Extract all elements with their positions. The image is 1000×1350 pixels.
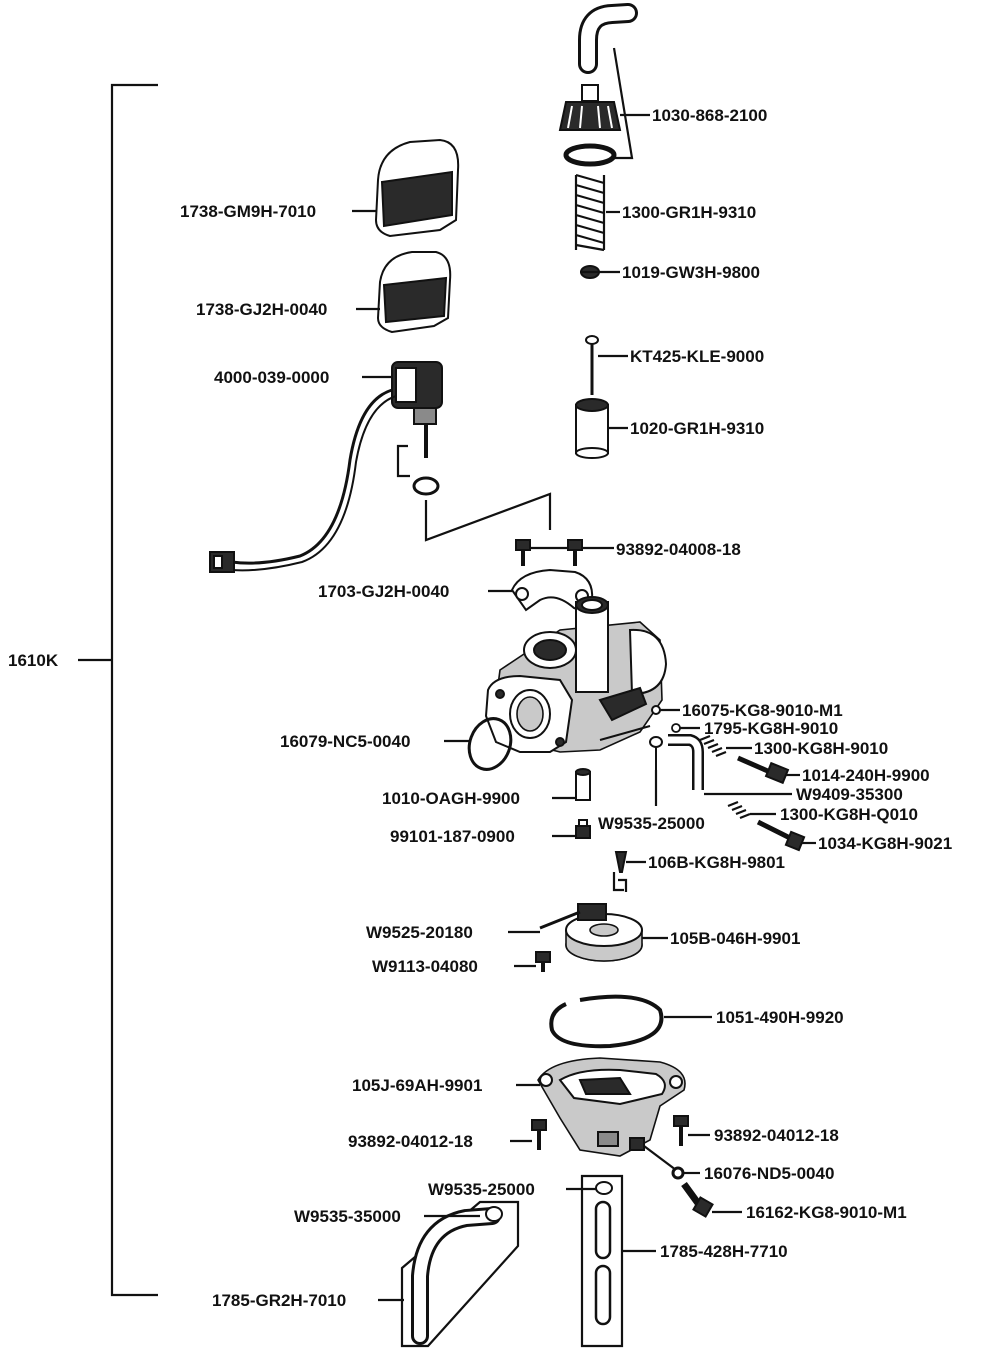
label-106B-KG8H-9801: 106B-KG8H-9801 — [648, 853, 785, 872]
label-1785-428H-7710: 1785-428H-7710 — [660, 1242, 788, 1261]
label-1019-GW3H-9800: 1019-GW3H-9800 — [622, 263, 760, 282]
throttle-spring — [574, 173, 606, 252]
label-1010-OAGH-9900: 1010-OAGH-9900 — [382, 789, 520, 808]
float-pin — [539, 910, 581, 930]
jet-needle — [585, 335, 599, 395]
air-screw — [756, 819, 806, 852]
label-1738-GM9H-7010: 1738-GM9H-7010 — [180, 202, 316, 221]
float-bowl — [537, 1057, 686, 1157]
choke-install-bracket — [396, 444, 552, 542]
bowl-screw-right — [673, 1115, 689, 1146]
choke-cover-large — [374, 138, 460, 238]
plug-16075 — [651, 705, 661, 715]
float-screw — [535, 951, 551, 972]
drain-o-ring — [671, 1166, 685, 1180]
drain-screw — [681, 1181, 714, 1218]
float-needle — [612, 851, 628, 892]
label-1034-KG8H-9021: 1034-KG8H-9021 — [818, 834, 952, 853]
drain-hose-right — [580, 1174, 624, 1348]
cap-bracket-line — [612, 47, 634, 160]
label-16075-KG8-9010-M1: 16075-KG8-9010-M1 — [682, 701, 843, 720]
label-16079-NC5-0040: 16079-NC5-0040 — [280, 732, 410, 751]
label-16076-ND5-0040: 16076-ND5-0040 — [704, 1164, 834, 1183]
label-4000-039-0000: 4000-039-0000 — [214, 368, 329, 387]
label-1020-GR1H-9310: 1020-GR1H-9310 — [630, 419, 764, 438]
main-jet — [575, 819, 591, 839]
idle-screw — [736, 755, 790, 785]
float-bowl-gasket — [549, 994, 664, 1049]
label-1051-490H-9920: 1051-490H-9920 — [716, 1008, 844, 1027]
label-93892-04012-18-left: 93892-04012-18 — [348, 1132, 473, 1151]
label-1300-GR1H-9310: 1300-GR1H-9310 — [622, 203, 756, 222]
choke-cover-small — [376, 251, 452, 334]
cap-gasket-ring — [563, 143, 617, 167]
drain-tube-w9409 — [668, 734, 704, 790]
label-1030-868-2100: 1030-868-2100 — [652, 106, 767, 125]
label-W9535-25000-lower: W9535-25000 — [428, 1180, 535, 1199]
label-W9525-20180: W9525-20180 — [366, 923, 473, 942]
label-105J-69AH-9901: 105J-69AH-9901 — [352, 1076, 482, 1095]
wire-connector — [209, 551, 235, 573]
label-93892-04012-18-right: 93892-04012-18 — [714, 1126, 839, 1145]
vent-hose-left — [400, 1200, 520, 1348]
label-16162-KG8-9010-M1: 16162-KG8-9010-M1 — [746, 1203, 907, 1222]
label-1785-GR2H-7010: 1785-GR2H-7010 — [212, 1291, 346, 1310]
choke-o-ring — [412, 476, 440, 496]
throttle-valve — [575, 398, 609, 459]
label-1703-GJ2H-0040: 1703-GJ2H-0040 — [318, 582, 449, 601]
o-ring-1795 — [671, 723, 681, 733]
label-W9535-35000: W9535-35000 — [294, 1207, 401, 1226]
label-1738-GJ2H-0040: 1738-GJ2H-0040 — [196, 300, 327, 319]
choke-cable-hose — [578, 3, 638, 74]
assembly-label: 1610K — [8, 651, 59, 670]
intake-o-ring — [467, 717, 513, 771]
air-screw-spring — [727, 800, 751, 820]
label-W9535-25000-upper: W9535-25000 — [598, 814, 705, 833]
label-1014-240H-9900: 1014-240H-9900 — [802, 766, 930, 785]
needle-clip — [580, 265, 600, 279]
label-99101-187-0900: 99101-187-0900 — [390, 827, 515, 846]
hose-clip-w9535-a — [649, 736, 663, 770]
label-W9409-35300: W9409-35300 — [796, 785, 903, 804]
auto-choke-unit — [391, 361, 443, 458]
top-cover-screws — [515, 539, 583, 566]
assembly-bracket — [78, 83, 158, 1297]
label-1795-KG8H-9010: 1795-KG8H-9010 — [704, 719, 838, 738]
label-1300-KG8H-9010: 1300-KG8H-9010 — [754, 739, 888, 758]
label-1300-KG8H-Q010: 1300-KG8H-Q010 — [780, 805, 918, 824]
bowl-screw-left — [531, 1119, 547, 1150]
pilot-screw-spring — [699, 734, 727, 758]
drain-screw-link — [643, 1145, 677, 1171]
label-105B-046H-9901: 105B-046H-9901 — [670, 929, 800, 948]
carburetor-top-cap — [558, 84, 622, 131]
label-W9113-04080: W9113-04080 — [372, 957, 478, 976]
carburetor-body — [484, 596, 668, 753]
label-93892-04008-18: 93892-04008-18 — [616, 540, 741, 559]
choke-wire — [231, 388, 393, 565]
label-KT425-KLE-9000: KT425-KLE-9000 — [630, 347, 764, 366]
float — [565, 903, 643, 962]
main-jet-holder — [575, 768, 591, 801]
